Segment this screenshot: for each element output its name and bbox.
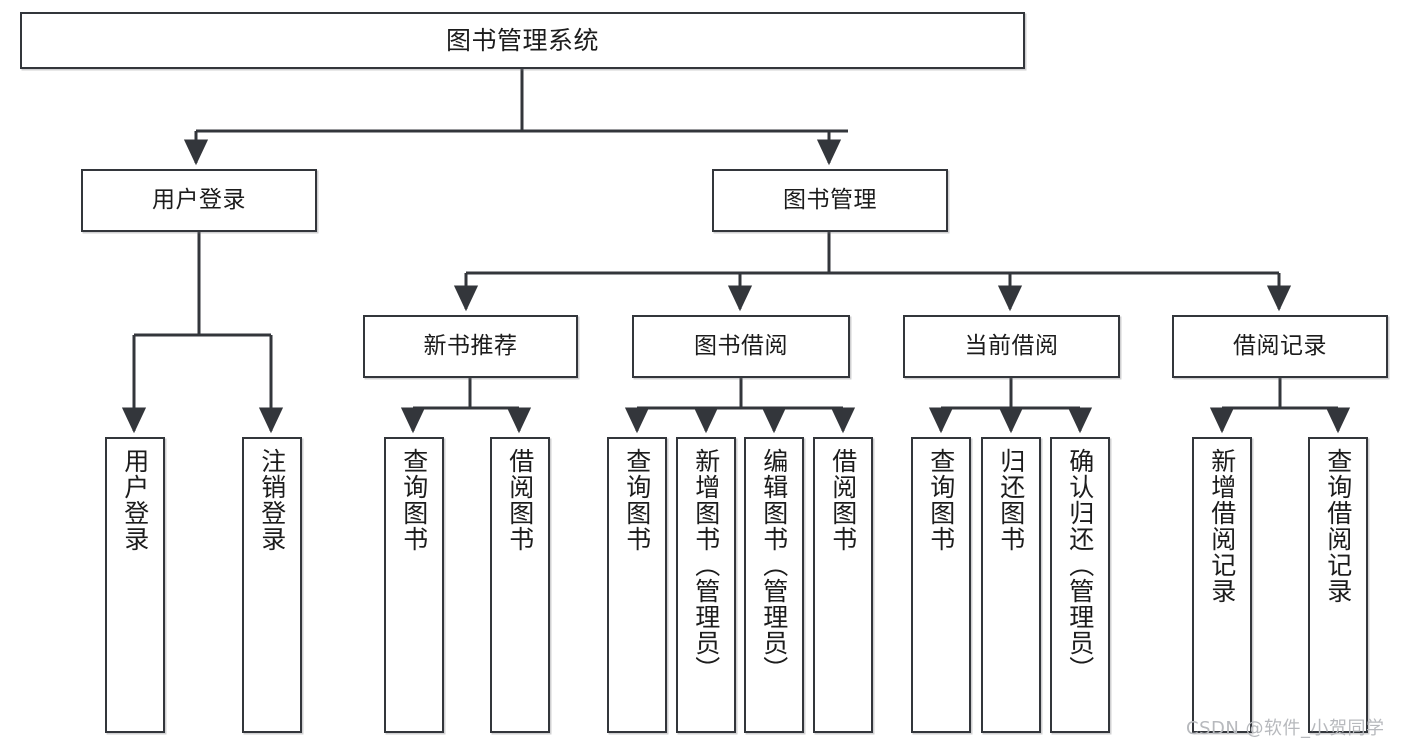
node-root-system[interactable]: 图书管理系统: [20, 12, 1025, 69]
leaf-book-borrow-borrow[interactable]: 借阅图书: [813, 437, 873, 733]
leaf-user-login-logout[interactable]: 注销登录: [242, 437, 302, 733]
node-label: 注销登录: [257, 448, 287, 552]
node-new-book-recommend[interactable]: 新书推荐: [363, 315, 578, 378]
node-label: 新增图书（管理员）: [691, 448, 721, 682]
node-label: 图书借阅: [694, 332, 788, 359]
node-label: 查询图书: [926, 448, 956, 552]
leaf-book-borrow-query[interactable]: 查询图书: [607, 437, 667, 733]
leaf-book-borrow-edit[interactable]: 编辑图书（管理员）: [744, 437, 804, 733]
node-label: 查询图书: [399, 448, 429, 552]
node-label: 新增借阅记录: [1207, 448, 1237, 604]
node-label: 查询图书: [622, 448, 652, 552]
leaf-current-borrow-confirm-return[interactable]: 确认归还（管理员）: [1050, 437, 1110, 733]
node-borrow-record[interactable]: 借阅记录: [1172, 315, 1388, 378]
leaf-user-login-login[interactable]: 用户登录: [105, 437, 165, 733]
leaf-book-borrow-add[interactable]: 新增图书（管理员）: [676, 437, 736, 733]
node-current-borrow[interactable]: 当前借阅: [903, 315, 1120, 378]
leaf-current-borrow-return[interactable]: 归还图书: [981, 437, 1041, 733]
node-label: 当前借阅: [964, 332, 1059, 359]
node-book-management[interactable]: 图书管理: [712, 169, 948, 232]
leaf-borrow-record-query[interactable]: 查询借阅记录: [1308, 437, 1368, 733]
node-label: 借阅记录: [1233, 332, 1327, 359]
node-book-borrow[interactable]: 图书借阅: [632, 315, 850, 378]
node-label: 新书推荐: [423, 332, 518, 359]
node-label: 用户登录: [120, 448, 150, 552]
node-label: 编辑图书（管理员）: [759, 448, 789, 682]
node-label: 图书管理: [783, 186, 877, 213]
node-label: 查询借阅记录: [1323, 448, 1353, 604]
node-label: 归还图书: [996, 448, 1026, 552]
watermark: CSDN @软件_小贺同学: [1186, 718, 1385, 739]
node-label: 借阅图书: [828, 448, 858, 552]
node-user-login[interactable]: 用户登录: [81, 169, 317, 232]
node-label: 用户登录: [152, 186, 246, 213]
leaf-borrow-record-add[interactable]: 新增借阅记录: [1192, 437, 1252, 733]
leaf-new-book-borrow[interactable]: 借阅图书: [490, 437, 550, 733]
leaf-new-book-query[interactable]: 查询图书: [384, 437, 444, 733]
node-label: 确认归还（管理员）: [1065, 448, 1095, 682]
node-label: 图书管理系统: [445, 25, 599, 55]
node-label: 借阅图书: [505, 448, 535, 552]
leaf-current-borrow-query[interactable]: 查询图书: [911, 437, 971, 733]
